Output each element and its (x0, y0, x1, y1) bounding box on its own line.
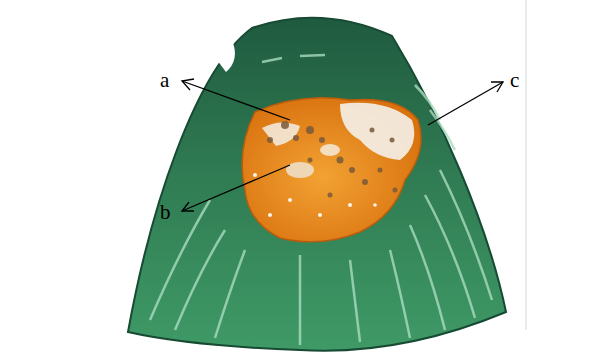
shell-notch (214, 40, 235, 72)
part-label: a (160, 70, 169, 91)
part-label: b (160, 202, 171, 223)
shell-body (128, 18, 506, 351)
part-label: c (510, 70, 519, 91)
leader-arrows (182, 79, 503, 211)
fungal-colony (242, 98, 421, 242)
shell-ridges (150, 55, 492, 345)
frame-line (526, 0, 527, 330)
